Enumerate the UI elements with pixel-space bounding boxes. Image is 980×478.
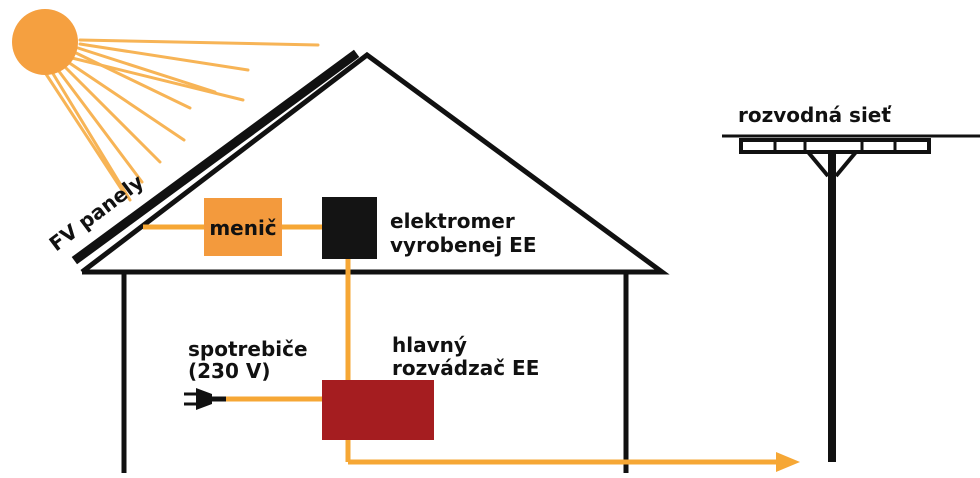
main-switchboard-box — [322, 380, 434, 440]
utility-pole-icon — [722, 134, 980, 462]
appliances-label-line2: (230 V) — [188, 359, 270, 383]
switchboard-label-line2: rozvádzač EE — [392, 356, 539, 380]
house-walls — [121, 273, 629, 473]
house-roof — [80, 51, 670, 275]
meter-label-line2: vyrobenej EE — [390, 233, 537, 257]
inverter-label: menič — [209, 216, 276, 240]
plug-icon — [184, 388, 226, 410]
meter-label-line1: elektromer — [390, 209, 515, 233]
sun-icon — [12, 9, 78, 75]
switchboard-label-line1: hlavný — [392, 333, 467, 357]
inverter-box — [204, 198, 282, 256]
appliances-label-line1: spotrebiče — [188, 337, 308, 361]
grid-label: rozvodná sieť — [738, 103, 892, 127]
wiring — [143, 224, 780, 465]
pv-panels — [71, 49, 360, 265]
grid-arrow — [776, 452, 800, 472]
production-meter-box — [322, 197, 377, 259]
sun-rays — [44, 38, 320, 202]
